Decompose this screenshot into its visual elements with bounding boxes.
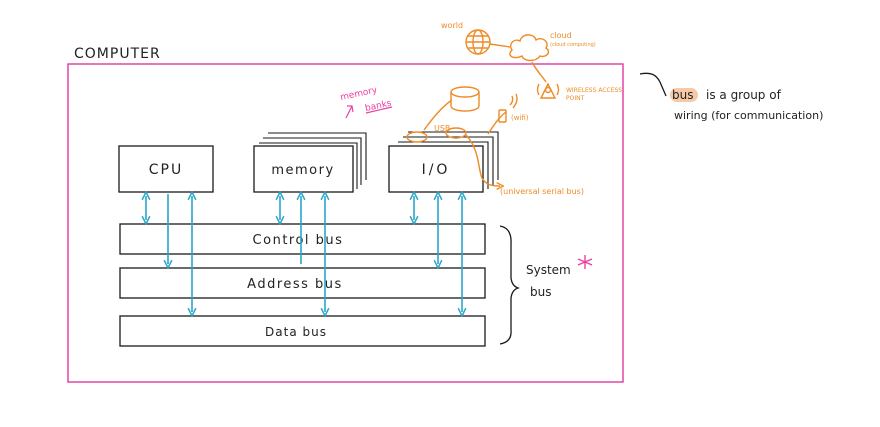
storage-link: [423, 99, 453, 131]
diagram-title: COMPUTER: [74, 46, 161, 62]
cpu-label: CPU: [149, 162, 183, 178]
io-label: I/O: [422, 162, 451, 178]
usb-port-right-icon: [445, 127, 467, 139]
cloud-sub-label: (cloud computing): [550, 42, 596, 48]
wifi-device-icon: [498, 109, 507, 123]
world-cloud-link: [489, 43, 511, 48]
world-label: world: [441, 21, 463, 30]
wifi-link: [487, 111, 507, 135]
wifi-signal-icon: [509, 93, 518, 109]
address-bus-label: Address bus: [247, 277, 343, 292]
wifi-label: (wifi): [511, 114, 529, 122]
io-box: I/O: [388, 131, 499, 193]
memory-banks-note: memory banks: [339, 85, 393, 119]
definition-line1: is a group of: [706, 88, 782, 102]
definition-pointer: [639, 72, 667, 97]
usb-label: USB: [434, 124, 450, 133]
data-bus-label: Data bus: [265, 325, 327, 339]
cpu-box: CPU: [118, 145, 214, 193]
computer-frame: [67, 63, 624, 383]
memory-banks-arrow: [345, 105, 354, 119]
memory-label: memory: [271, 163, 334, 178]
definition-line2: wiring (for communication): [674, 109, 823, 122]
bus-highlight: [670, 88, 698, 102]
system-bus-brace: [499, 225, 521, 345]
system-bus-line1: System: [526, 263, 571, 277]
io-peripherals: USB (universal serial bus) (wifi) WIRELE…: [406, 21, 622, 196]
cloud-label: cloud: [550, 31, 572, 40]
system-bus-line2: bus: [530, 285, 551, 299]
globe-icon: [465, 29, 491, 55]
definition-keyword: bus: [672, 88, 693, 102]
usb-port-left-icon: [406, 131, 428, 143]
star-icon: [577, 255, 593, 269]
wireless-label-line1: WIRELESS ACCESS: [566, 87, 622, 94]
usb-link: [465, 134, 500, 186]
memory-banks-line1: memory: [339, 85, 379, 103]
data-bus: Data bus: [119, 315, 486, 347]
wireless-label-line2: POINT: [566, 95, 585, 102]
memory-banks-underline: [365, 106, 393, 114]
control-bus: Control bus: [119, 223, 486, 255]
storage-icon: [450, 86, 480, 112]
memory-box: memory: [253, 132, 367, 193]
usb-full-label: (universal serial bus): [500, 187, 584, 196]
address-bus: Address bus: [119, 267, 486, 299]
wireless-access-point-icon: [536, 82, 560, 99]
bus-arrows: [146, 194, 462, 312]
wap-cloud-link: [531, 61, 547, 83]
cloud-icon: [509, 34, 550, 62]
memory-banks-line2: banks: [364, 99, 393, 114]
control-bus-label: Control bus: [253, 233, 344, 248]
